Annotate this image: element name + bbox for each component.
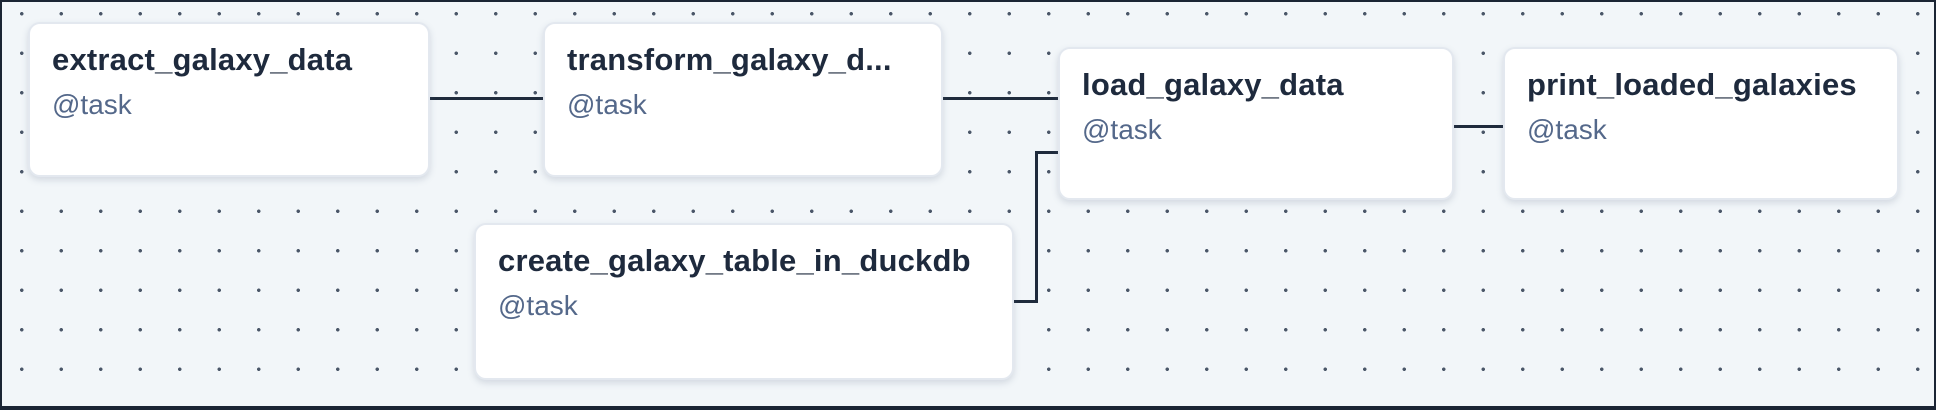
edge-create-to-load-segment-h1 bbox=[1013, 300, 1038, 303]
task-node-title: create_galaxy_table_in_duckdb bbox=[498, 243, 971, 278]
task-node-transform-galaxy-data[interactable]: transform_galaxy_d... @task bbox=[543, 22, 943, 177]
edge-load-to-print bbox=[1454, 125, 1503, 128]
edge-create-to-load-segment-v bbox=[1035, 151, 1038, 303]
task-decorator-label: @task bbox=[1082, 113, 1162, 145]
task-decorator-label: @task bbox=[1527, 113, 1607, 145]
task-node-load-galaxy-data[interactable]: load_galaxy_data @task bbox=[1058, 47, 1454, 200]
task-node-title: extract_galaxy_data bbox=[52, 42, 353, 77]
task-node-print-loaded-galaxies[interactable]: print_loaded_galaxies @task bbox=[1503, 47, 1899, 200]
edge-extract-to-transform bbox=[430, 97, 543, 100]
task-decorator-label: @task bbox=[498, 289, 578, 321]
task-node-title: transform_galaxy_d... bbox=[567, 42, 892, 77]
task-decorator-label: @task bbox=[567, 88, 647, 120]
task-decorator-label: @task bbox=[52, 88, 132, 120]
task-node-title: print_loaded_galaxies bbox=[1527, 67, 1857, 102]
edge-create-to-load-segment-h2 bbox=[1035, 151, 1058, 154]
task-node-extract-galaxy-data[interactable]: extract_galaxy_data @task bbox=[28, 22, 430, 177]
task-node-create-galaxy-table-in-duckdb[interactable]: create_galaxy_table_in_duckdb @task bbox=[474, 223, 1014, 380]
task-node-title: load_galaxy_data bbox=[1082, 67, 1344, 102]
edge-transform-to-load bbox=[943, 97, 1058, 100]
